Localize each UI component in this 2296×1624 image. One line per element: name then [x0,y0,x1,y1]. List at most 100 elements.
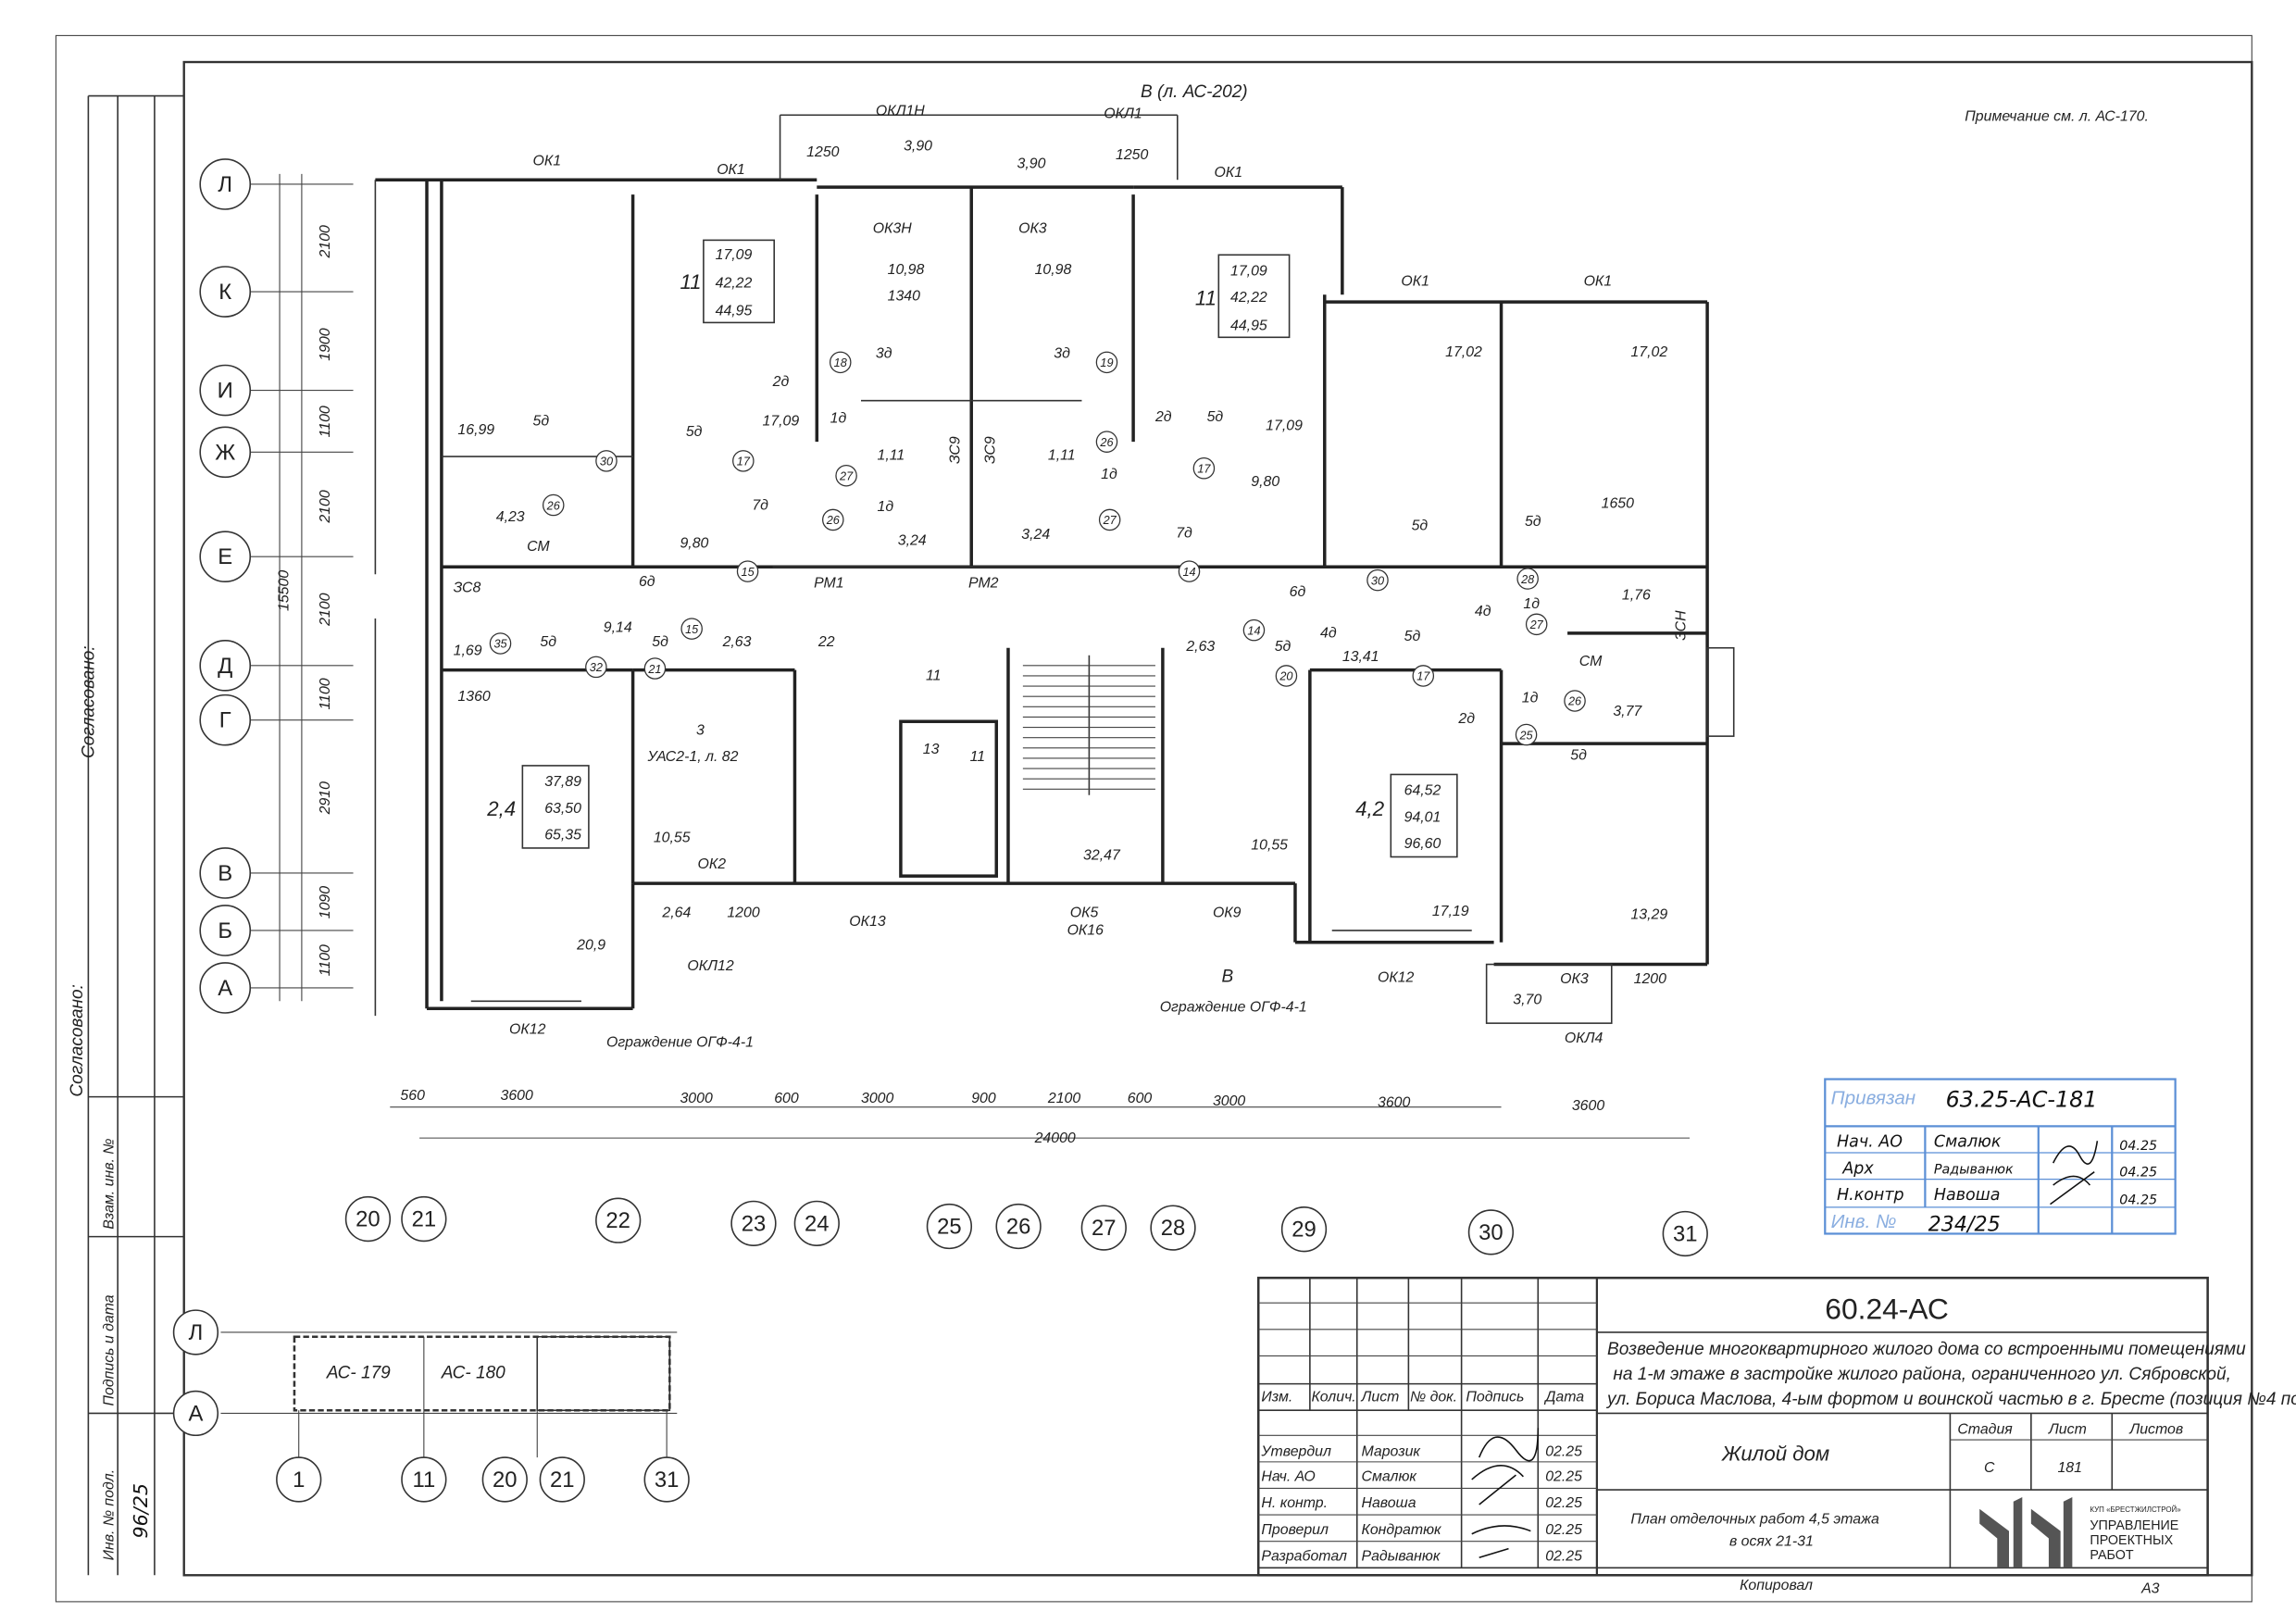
axis-marker [199,158,252,210]
drawing-text: 5д [1275,639,1292,655]
drawing-text: 17,09 [716,247,753,263]
drawing-text: 20 [356,1207,381,1232]
axis-marker [732,450,755,472]
left-dimensions: 2100 1900 1100 2100 2100 1100 2910 1090 … [277,225,334,976]
drawing-text: 30 [600,455,613,468]
inv-original-label: Инв. № подл. [101,1469,117,1561]
drawing-text: 15 [685,622,699,636]
axis-marker [1192,457,1216,480]
drawing-text: 22 [817,634,835,650]
axis-marker [489,632,512,655]
drawing-text: Смалюк [1362,1469,1417,1485]
drawing-text: ОК1 [532,153,561,169]
drawing-text: ЗС8 [454,580,481,595]
drawing-text: 1 [293,1468,305,1493]
drawing-text: 3,70 [1513,992,1541,1007]
axis-marker [1095,351,1118,374]
number-axes: 20 21 22 23 24 25 26 27 28 29 30 31 [344,1195,1708,1257]
drawing-text: 1100 [318,406,333,437]
signatures [1471,1428,1540,1558]
drawing-text: ОКЛ1Н [876,103,925,119]
axis-marker [1366,568,1389,592]
drawing-text: в осях 21-31 [1729,1533,1814,1549]
inner-frame [182,60,2253,1577]
drawing-text: 181 [2057,1460,2082,1476]
axis-marker [926,1203,973,1250]
drawing-text: 9,80 [1251,474,1279,490]
drawing-text: АС- 180 [441,1363,505,1382]
drawing-text: 31 [655,1468,680,1493]
drawing-text: Навоша [1934,1186,2001,1205]
drawing-text: 27 [839,469,854,483]
drawing-text: 94,01 [1404,809,1441,825]
axis-marker [835,464,857,487]
drawing-text: 560 [400,1088,425,1104]
axis-marker [1564,690,1586,712]
drawing-text: С [1984,1460,1995,1476]
drawing-text: 23 [742,1211,767,1236]
title-block: 60.24-АС Возведение многоквартирного жил… [1256,1276,2296,1596]
axis-marker [1515,723,1538,746]
drawing-text: Проверил [1261,1522,1329,1538]
drawing-text: ЗС9 [983,436,999,464]
drawing-text: Н. контр. [1261,1495,1328,1511]
drawing-text: 1д [830,411,847,427]
drawing-text: 37,89 [544,774,581,790]
axis-marker [1080,1205,1127,1251]
drawing-text: ОК1 [717,162,745,178]
drawing-text: 10,55 [1251,838,1288,854]
drawing-text: ул. Бориса Маслова, 4-ым фортом и воинск… [1605,1390,2296,1409]
drawing-text: 65,35 [544,827,581,843]
drawing-text: 20 [1279,669,1292,683]
note-text: Примечание см. л. АС-170. [1965,109,2149,125]
drawing-text: 17,19 [1432,904,1469,919]
drawing-text: на 1-м этаже в застройке жилого района, … [1613,1365,2231,1384]
drawing-text: ОК1 [1215,165,1243,181]
drawing-text: 1д [877,499,893,515]
staircase [1022,655,1155,795]
drawing-text: 42,22 [716,275,753,291]
drawing-text: 17,09 [1266,418,1303,433]
axis-marker [401,1456,447,1503]
drawing-text: 5д [686,424,703,440]
drawing-text: 14 [1182,565,1195,579]
left-sidebar: Согласовано: Согласовано: Взам. инв. № П… [68,94,184,1576]
drawing-text: 25 [1518,728,1533,742]
drawing-text: 1090 [318,886,333,918]
axis-marker [1242,618,1266,642]
drawing-text: 3,77 [1613,704,1642,719]
drawing-shape [1485,963,1613,1024]
drawing-shape [1824,1078,2177,1235]
axis-marker [199,847,252,899]
drawing-text: В (л. АС-202) [1141,82,1248,102]
drawing-text: 02.25 [1545,1469,1582,1485]
drawing-shape [521,765,590,849]
drawing-text: Л [189,1320,204,1345]
drawing-text: 1,76 [1622,587,1651,603]
axis-marker [730,1200,777,1246]
drawing-text: 4д [1475,604,1491,619]
axis-marker [199,962,252,1014]
drawing-text: ОК12 [1378,970,1415,986]
drawing-text: Ж [215,440,235,465]
drawing-text: Дата [1543,1390,1584,1405]
drawing-text: УАС2-1, л. 82 [646,749,738,765]
drawing-text: 5д [540,634,556,650]
drawing-text: 21 [647,662,661,676]
drawing-text: Д [218,654,232,679]
drawing-text: РАБОТ [2090,1548,2133,1563]
axis-marker [595,1197,642,1243]
drawing-text: 18 [834,356,847,369]
drawing-text: 27 [1103,513,1117,527]
drawing-text: 17,02 [1630,344,1667,360]
axis-marker [172,1309,219,1355]
drawing-text: 02.25 [1545,1495,1582,1511]
drawing-text: 6д [639,574,655,590]
drawing-text: ЗСН [1673,610,1689,641]
axis-marker [276,1456,322,1503]
drawing-text: Привязан [1831,1088,1916,1109]
axis-marker [1275,665,1298,687]
drawing-text: 7д [1176,526,1192,542]
drawing-text: Листов [2128,1422,2183,1438]
drawing-text: 3,90 [1017,156,1046,171]
